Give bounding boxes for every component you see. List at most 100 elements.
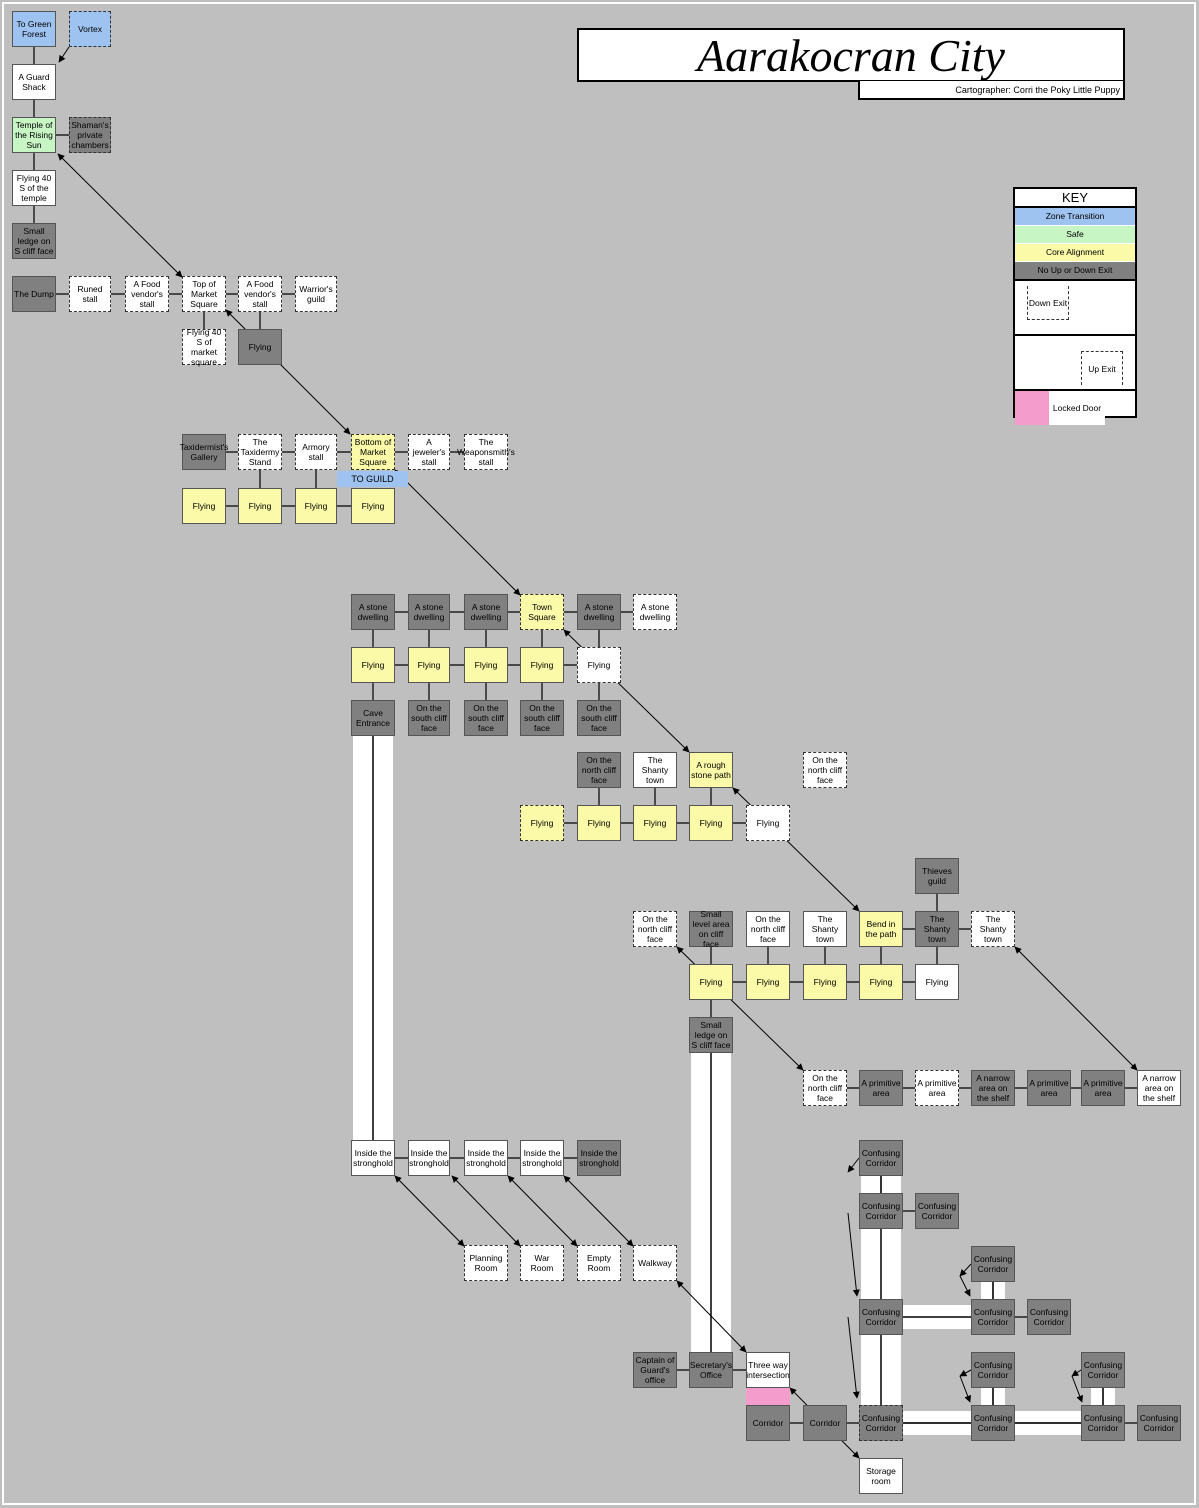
page-title: Aarakocran City	[697, 29, 1005, 81]
room-f13: Flying	[689, 805, 733, 841]
room-cc3: Confusing Corridor	[915, 1193, 959, 1229]
room-cc5: Confusing Corridor	[859, 1299, 903, 1335]
room-st4: The Shanty town	[971, 911, 1015, 947]
key-locked-swatch	[1015, 391, 1049, 425]
room-f19: Flying	[915, 964, 959, 1000]
room-sc1: On the south cliff face	[408, 700, 450, 736]
room-cc7: Confusing Corridor	[1027, 1299, 1071, 1335]
room-pa4: A primitive area	[1081, 1070, 1125, 1106]
room-f7: Flying	[464, 647, 508, 683]
cartographer-text: Cartographer: Corri the Poky Little Pupp…	[955, 84, 1120, 95]
room-f18: Flying	[859, 964, 903, 1000]
room-three: Three way intersection	[746, 1352, 790, 1388]
room-slevel: Small level area on cliff face	[689, 909, 733, 949]
room-sd4: A stone dwelling	[577, 594, 621, 630]
room-na1: A narrow area on the shelf	[971, 1070, 1015, 1106]
room-runed: Runed stall	[69, 276, 111, 312]
room-f12: Flying	[633, 805, 677, 841]
room-pa1: A primitive area	[859, 1070, 903, 1106]
room-na2: A narrow area on the shelf	[1137, 1070, 1181, 1106]
room-nc4: On the north cliff face	[746, 911, 790, 947]
room-is2: Inside the stronghold	[408, 1140, 450, 1176]
room-cc6: Confusing Corridor	[971, 1299, 1015, 1335]
room-cc1: Confusing Corridor	[859, 1140, 903, 1176]
room-f10: Flying	[520, 805, 564, 841]
room-flyg: Flying	[238, 329, 282, 365]
room-f3: Flying	[295, 488, 337, 524]
room-f5: Flying	[351, 647, 395, 683]
room-storage: Storage room	[859, 1458, 903, 1494]
room-jewel: A jeweler's stall	[408, 434, 450, 470]
room-f9: Flying	[577, 647, 621, 683]
room-st3: The Shanty town	[915, 911, 959, 947]
key-safe: Safe	[1015, 226, 1135, 244]
room-bend: Bend in the path	[859, 911, 903, 947]
room-corr1: Corridor	[746, 1405, 790, 1441]
room-cc10: Confusing Corridor	[859, 1405, 903, 1441]
room-walk: Walkway	[633, 1245, 677, 1281]
room-vortex: Vortex	[69, 11, 111, 47]
room-ledge1: Small ledge on S cliff face	[12, 223, 56, 259]
room-f1: Flying	[182, 488, 226, 524]
room-dump: The Dump	[12, 276, 56, 312]
room-nc5: On the north cliff face	[803, 1070, 847, 1106]
room-nc3: On the north cliff face	[633, 911, 677, 947]
room-cc12: Confusing Corridor	[1081, 1405, 1125, 1441]
room-secret: Secretary's Office	[689, 1352, 733, 1388]
key-locked-row: Locked Door	[1015, 391, 1135, 425]
room-rough: A rough stone path	[689, 752, 733, 788]
room-guild: TO GUILD	[337, 471, 408, 487]
key-down-exit-row: Down Exit	[1015, 281, 1135, 336]
room-f4: Flying	[351, 488, 395, 524]
room-f17: Flying	[803, 964, 847, 1000]
room-captain: Captain of Guard's office	[633, 1352, 677, 1388]
key-down-exit: Down Exit	[1027, 286, 1069, 320]
room-is1: Inside the stronghold	[351, 1140, 395, 1176]
room-armory: Armory stall	[295, 434, 337, 470]
key-up-exit: Up Exit	[1081, 351, 1123, 385]
room-botms: Bottom of Market Square	[351, 434, 395, 470]
key-no-up-down: No Up or Down Exit	[1015, 262, 1135, 281]
room-sc4: On the south cliff face	[577, 700, 621, 736]
room-cc11: Confusing Corridor	[971, 1405, 1015, 1441]
room-f11: Flying	[577, 805, 621, 841]
room-ledge2: Small ledge on S cliff face	[689, 1017, 733, 1053]
room-fly40m: Flying 40 S of market square	[182, 327, 226, 367]
room-pa3: A primitive area	[1027, 1070, 1071, 1106]
room-cave: Cave Entrance	[351, 700, 395, 736]
room-is4: Inside the stronghold	[520, 1140, 564, 1176]
room-empty: Empty Room	[577, 1245, 621, 1281]
room-st2: The Shanty town	[803, 911, 847, 947]
room-topms: Top of Market Square	[182, 276, 226, 312]
room-is3: Inside the stronghold	[464, 1140, 508, 1176]
room-f6: Flying	[408, 647, 450, 683]
room-cc13: Confusing Corridor	[1137, 1405, 1181, 1441]
room-green: To Green Forest	[12, 11, 56, 47]
room-nc2: On the north cliff face	[803, 752, 847, 788]
room-war: War Room	[520, 1245, 564, 1281]
key-locked-door: Locked Door	[1049, 391, 1105, 425]
room-food2: A Food vendor's stall	[238, 276, 282, 312]
room-f15: Flying	[689, 964, 733, 1000]
room-guard: A Guard Shack	[12, 64, 56, 100]
cartographer-credit: Cartographer: Corri the Poky Little Pupp…	[858, 81, 1125, 100]
key-title: KEY	[1015, 189, 1135, 208]
room-cc4: Confusing Corridor	[971, 1246, 1015, 1282]
room-corr2: Corridor	[803, 1405, 847, 1441]
room-weap: The Weaponsmith's stall	[457, 434, 515, 470]
room-cc2: Confusing Corridor	[859, 1193, 903, 1229]
room-fly40t: Flying 40 S of the temple	[12, 170, 56, 206]
room-thieves: Thieves guild	[915, 858, 959, 894]
room-nc1: On the north cliff face	[577, 752, 621, 788]
room-sc3: On the south cliff face	[520, 700, 564, 736]
title-box: Aarakocran City	[577, 28, 1125, 82]
room-taxis: The Taxidermy Stand	[238, 434, 282, 470]
room-is5: Inside the stronghold	[577, 1140, 621, 1176]
key-zone-transition: Zone Transition	[1015, 208, 1135, 226]
room-sd1: A stone dwelling	[351, 594, 395, 630]
room-f8: Flying	[520, 647, 564, 683]
room-pa2: A primitive area	[915, 1070, 959, 1106]
room-cc9: Confusing Corridor	[1081, 1352, 1125, 1388]
room-plan: Planning Room	[464, 1245, 508, 1281]
room-warrior: Warrior's guild	[295, 276, 337, 312]
